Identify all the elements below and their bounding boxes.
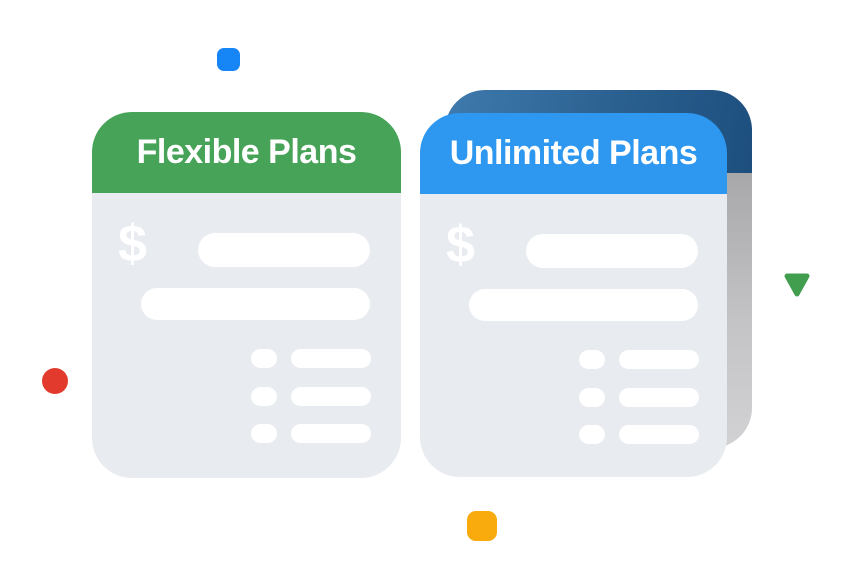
feature-dot [579,388,605,407]
feature-placeholder-bar [291,424,371,443]
price-placeholder-bar [526,234,698,268]
red-circle-icon [42,368,68,394]
feature-dot [251,349,277,368]
subtitle-placeholder-bar [141,288,370,320]
feature-dot [251,387,277,406]
flexible-plans-card[interactable]: Flexible Plans $ [92,112,401,478]
dollar-icon: $ [118,215,147,273]
feature-placeholder-bar [291,387,371,406]
feature-dot [579,350,605,369]
green-triangle-icon [784,273,810,297]
feature-placeholder-bar [619,388,699,407]
subtitle-placeholder-bar [469,289,698,321]
unlimited-plans-title: Unlimited Plans [449,134,698,172]
flexible-plans-title: Flexible Plans [136,133,357,171]
unlimited-plans-header: Unlimited Plans [420,113,727,194]
feature-placeholder-bar [619,425,699,444]
feature-dot [579,425,605,444]
price-placeholder-bar [198,233,370,267]
flexible-plans-header: Flexible Plans [92,112,401,193]
feature-placeholder-bar [619,350,699,369]
feature-dot [251,424,277,443]
dollar-icon: $ [446,216,475,274]
feature-placeholder-bar [291,349,371,368]
green-triangle-shape [784,273,810,297]
blue-square-icon [217,48,240,71]
unlimited-plans-card[interactable]: Unlimited Plans $ [420,113,727,477]
yellow-square-icon [467,511,497,541]
